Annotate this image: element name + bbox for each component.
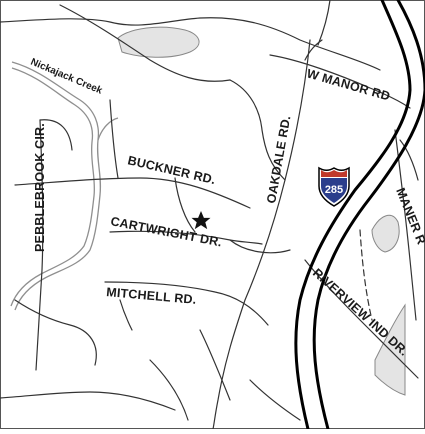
- road-cartwright: [109, 230, 263, 245]
- road-mitchell: [104, 281, 269, 326]
- creek-nickajack: [10, 61, 119, 311]
- i285-shield: 285: [318, 166, 350, 207]
- road-maner: [394, 129, 417, 321]
- road-pebblebrook: [35, 119, 44, 371]
- star-marker: [191, 211, 211, 230]
- interstate-285: [294, 0, 425, 431]
- shield-body: [321, 178, 347, 203]
- road-w-manor: [269, 54, 411, 109]
- shield-number: 285: [325, 184, 343, 196]
- road-buckner: [14, 177, 251, 209]
- shield-top-band: [321, 170, 347, 177]
- road-oakdale: [212, 39, 311, 430]
- minor-roads: [0, 0, 419, 430]
- label-pebblebrook-cir: PEBBLEBROOK CIR.: [33, 123, 47, 252]
- star-icon: [191, 211, 211, 230]
